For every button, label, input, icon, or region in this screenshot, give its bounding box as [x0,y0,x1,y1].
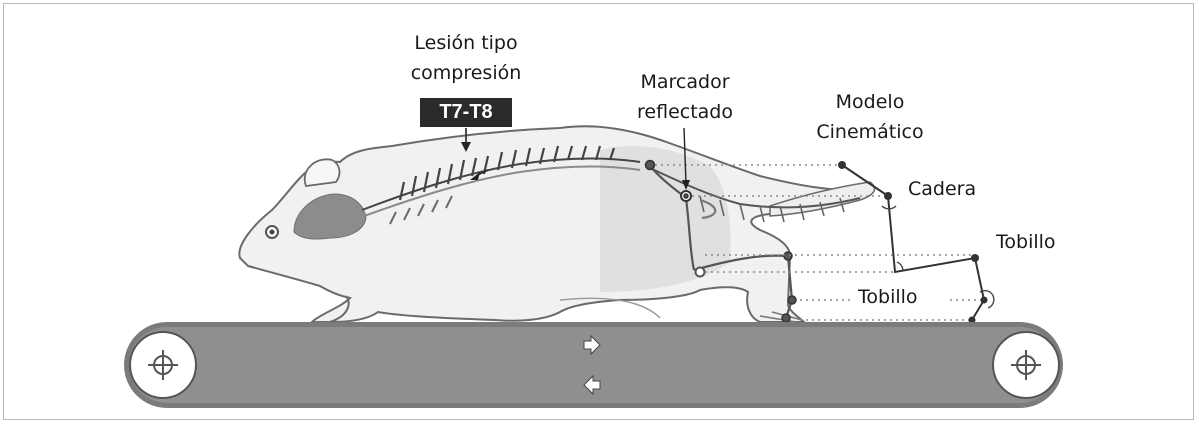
marker-label-line1: Marcador [615,67,755,97]
model-label-line2: Cinemático [800,117,940,147]
ankle-label-upper: Tobillo [996,227,1056,257]
lesion-label-line2: compresión [396,58,536,88]
lesion-label-line1: Lesión tipo [396,28,536,58]
right-roller-icon [993,332,1059,398]
marker-knee [696,268,705,277]
lesion-label: Lesión tipo compresión [396,28,536,88]
hip-label: Cadera [908,174,976,204]
marker-iliac [646,161,655,170]
model-label-line1: Modelo [800,87,940,117]
marker-ankle [784,252,792,260]
rat-body [239,126,874,322]
left-roller-icon [130,332,196,398]
marker-label: Marcador reflectado [615,67,755,127]
marker-mtp [788,296,796,304]
model-label: Modelo Cinemático [800,87,940,147]
vertebra-badge: T7-T8 [420,98,512,127]
treadmill [124,322,1063,408]
ankle-label-lower: Tobillo [858,282,918,312]
marker-label-line2: reflectado [615,97,755,127]
marker-toe [782,314,790,322]
marker-hip-center [684,194,688,198]
